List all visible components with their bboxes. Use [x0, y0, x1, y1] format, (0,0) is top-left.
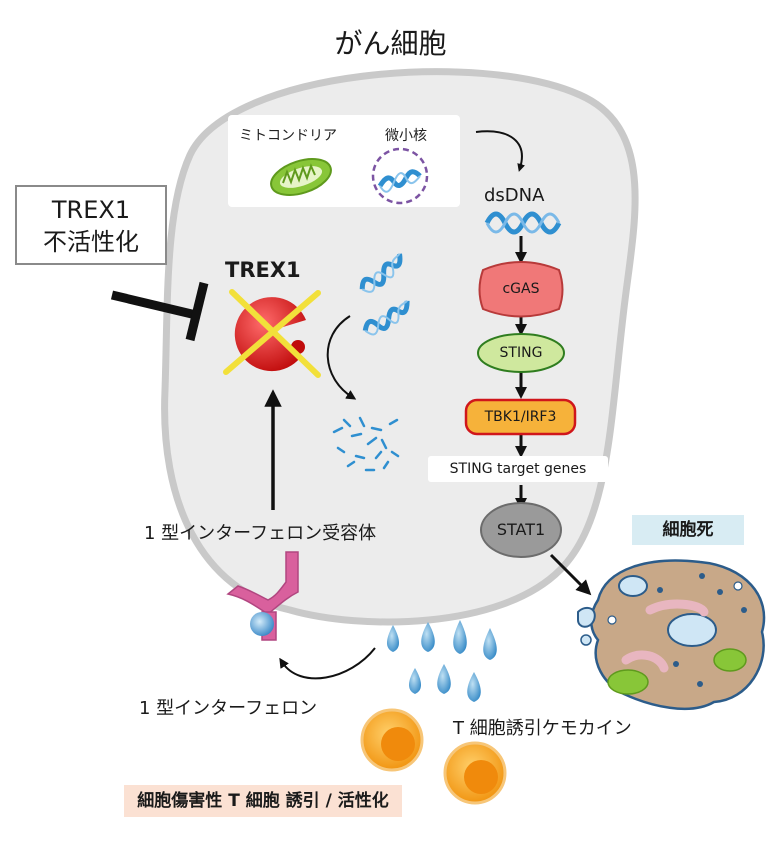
- trex1-inactivation-line1: TREX1: [51, 196, 131, 224]
- ifn-arrow: [279, 647, 376, 680]
- cell-death-badge: 細胞死: [632, 515, 744, 545]
- cgas-label: cGAS: [502, 281, 540, 297]
- degraded-dna-icon: [332, 416, 400, 472]
- trex1-inactivation-line2: 不活性化: [43, 228, 139, 256]
- target-genes-bg: [428, 456, 608, 482]
- chemokine-droplets-icon: [386, 620, 497, 702]
- degradation-arrow: [326, 315, 357, 400]
- inactivation-cross-icon: [223, 289, 321, 378]
- tbk1-irf3-label: TBK1/IRF3: [484, 409, 557, 425]
- dead-cell-icon: [577, 559, 766, 710]
- mitochondria-label: ミトコンドリア: [239, 128, 337, 144]
- trex1-inactivation-box: TREX1 不活性化: [15, 185, 167, 265]
- chemokine-label: T 細胞誘引ケモカイン: [453, 718, 632, 739]
- ifn-label: 1 型インターフェロン: [139, 698, 318, 719]
- sting-node: [477, 333, 565, 373]
- release-arrow: [475, 130, 525, 172]
- dsdna-helix-icon: [484, 211, 562, 235]
- cgas-node: [478, 261, 564, 318]
- ifn-receptor-icon: [226, 551, 299, 641]
- page-title: がん細胞: [334, 27, 447, 60]
- ifn-receptor-label: 1 型インターフェロン受容体: [144, 523, 377, 544]
- target-genes-label: STING target genes: [449, 461, 587, 477]
- stat1-node: [480, 502, 562, 558]
- mitochondrion-icon: [270, 158, 332, 196]
- dsdna-label: dsDNA: [484, 185, 545, 206]
- trex1-label: TREX1: [225, 258, 301, 282]
- cancer-cell-membrane: [161, 68, 639, 626]
- sting-label: STING: [499, 345, 543, 361]
- micronucleus-label: 微小核: [385, 128, 427, 144]
- micronucleus-icon: [371, 147, 429, 205]
- ctl-induction-badge: 細胞傷害性 T 細胞 誘引 / 活性化: [124, 785, 402, 817]
- stat1-label: STAT1: [496, 520, 546, 539]
- tbk1-irf3-node: [464, 398, 577, 436]
- dna-fragment-icon: [359, 253, 410, 336]
- inhibition-bar-icon: [110, 281, 209, 342]
- t-cell-icon: [360, 708, 507, 805]
